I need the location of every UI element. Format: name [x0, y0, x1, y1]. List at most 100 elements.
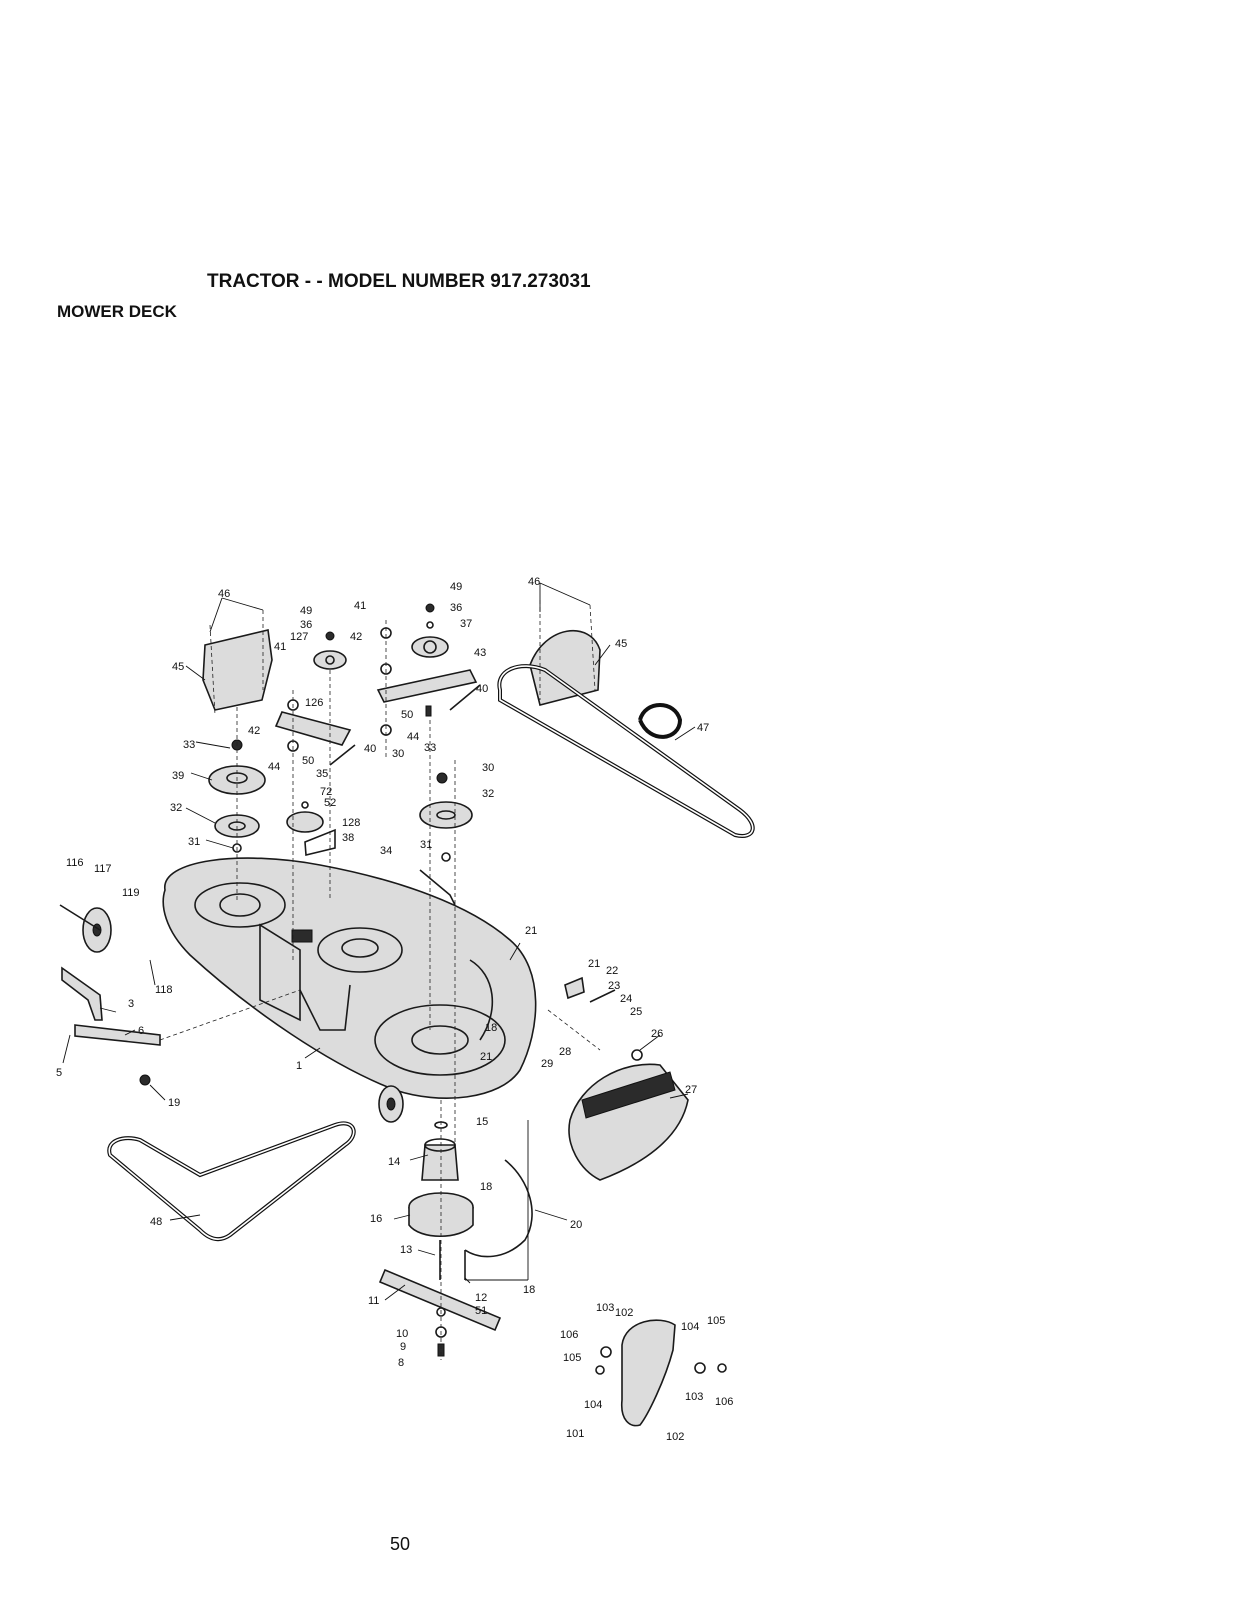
callout-16: 16: [370, 1213, 382, 1225]
callout-11: 11: [368, 1295, 379, 1307]
callout-9: 9: [400, 1341, 406, 1353]
callout-21: 21: [588, 958, 600, 970]
callout-25: 25: [630, 1006, 642, 1018]
callout-128: 128: [342, 817, 360, 829]
callout-105: 105: [563, 1352, 581, 1364]
callout-106: 106: [560, 1329, 578, 1341]
callout-3: 3: [128, 998, 134, 1010]
callout-30: 30: [392, 748, 404, 760]
callout-22: 22: [606, 965, 618, 977]
spindle-blade-assembly: [378, 1100, 502, 1360]
callout-44: 44: [268, 761, 280, 773]
mower-deck-housing: [162, 857, 537, 1099]
callout-127: 127: [290, 631, 308, 643]
callout-45: 45: [615, 638, 627, 650]
callout-26: 26: [651, 1028, 663, 1040]
page-title: TRACTOR - - MODEL NUMBER 917.273031: [207, 271, 591, 292]
callout-19: 19: [168, 1097, 180, 1109]
callout-12: 12: [475, 1292, 487, 1304]
callout-30: 30: [482, 762, 494, 774]
callout-21: 21: [525, 925, 537, 937]
page-number: 50: [390, 1534, 411, 1554]
callout-31: 31: [420, 839, 432, 851]
callout-14: 14: [388, 1156, 400, 1168]
callout-21: 21: [480, 1051, 492, 1063]
hitch-bracket: [61, 966, 301, 1086]
callout-50: 50: [401, 709, 413, 721]
callout-33: 33: [424, 742, 436, 754]
callout-37: 37: [460, 618, 472, 630]
callout-27: 27: [685, 1084, 697, 1096]
callout-118: 118: [155, 984, 173, 996]
leader-lines: [62, 582, 696, 1301]
callout-103: 103: [685, 1391, 703, 1403]
callout-105: 105: [707, 1315, 725, 1327]
callout-117: 117: [94, 863, 112, 875]
callout-18: 18: [480, 1181, 492, 1193]
discharge-chute: [568, 1049, 689, 1181]
callout-35: 35: [316, 768, 328, 780]
callout-36: 36: [300, 619, 312, 631]
callout-24: 24: [620, 993, 632, 1005]
mulch-cover-101: [595, 1319, 727, 1427]
section-heading: MOWER DECK: [57, 302, 177, 321]
callout-49: 49: [300, 605, 312, 617]
belt-guard-left: [202, 610, 273, 716]
callout-18: 18: [523, 1284, 535, 1296]
callout-41: 41: [354, 600, 366, 612]
callout-46: 46: [528, 576, 540, 588]
callout-101: 101: [566, 1428, 584, 1440]
callout-52: 52: [324, 797, 336, 809]
chute-bracket: [547, 976, 616, 1051]
callout-103: 103: [596, 1302, 614, 1314]
callout-47: 47: [697, 722, 709, 734]
gauge-wheel-left: [59, 904, 112, 953]
callout-6: 6: [138, 1025, 144, 1037]
callout-13: 13: [400, 1244, 412, 1256]
callout-32: 32: [170, 802, 182, 814]
callout-102: 102: [666, 1431, 684, 1443]
callout-labels: 46 45 49 36 127 41 41 42 126 42 33 39 32…: [56, 576, 733, 1443]
callout-8: 8: [398, 1357, 404, 1369]
callout-31: 31: [188, 836, 200, 848]
idler-assembly-right: [376, 603, 481, 1180]
callout-104: 104: [584, 1399, 602, 1411]
callout-41: 41: [274, 641, 286, 653]
callout-45: 45: [172, 661, 184, 673]
callout-34: 34: [380, 845, 392, 857]
callout-18: 18: [485, 1022, 497, 1034]
callout-33: 33: [183, 739, 195, 751]
callout-15: 15: [476, 1116, 488, 1128]
callout-42: 42: [350, 631, 362, 643]
callout-39: 39: [172, 770, 184, 782]
callout-50: 50: [302, 755, 314, 767]
callout-48: 48: [150, 1216, 162, 1228]
idler-assembly-center: [274, 631, 356, 960]
callout-40: 40: [364, 743, 376, 755]
gauge-wheel-right: [378, 1085, 404, 1123]
callout-44: 44: [407, 731, 419, 743]
callout-43: 43: [474, 647, 486, 659]
callout-20: 20: [570, 1219, 582, 1231]
callout-42: 42: [248, 725, 260, 737]
callout-51: 51: [475, 1305, 487, 1317]
callout-1: 1: [296, 1060, 302, 1072]
callout-28: 28: [559, 1046, 571, 1058]
callout-102: 102: [615, 1307, 633, 1319]
callout-40: 40: [476, 683, 488, 695]
callout-29: 29: [541, 1058, 553, 1070]
callout-5: 5: [56, 1067, 62, 1079]
callout-104: 104: [681, 1321, 699, 1333]
callout-36: 36: [450, 602, 462, 614]
callout-119: 119: [122, 887, 140, 899]
belt-guard-right: [529, 600, 601, 706]
callout-10: 10: [396, 1328, 408, 1340]
callout-106: 106: [715, 1396, 733, 1408]
deflector-20: [464, 1159, 533, 1280]
callout-72: 72: [320, 786, 332, 798]
belt-48: [107, 1121, 356, 1242]
callout-126: 126: [305, 697, 323, 709]
callout-23: 23: [608, 980, 620, 992]
belt-47: [497, 664, 755, 838]
